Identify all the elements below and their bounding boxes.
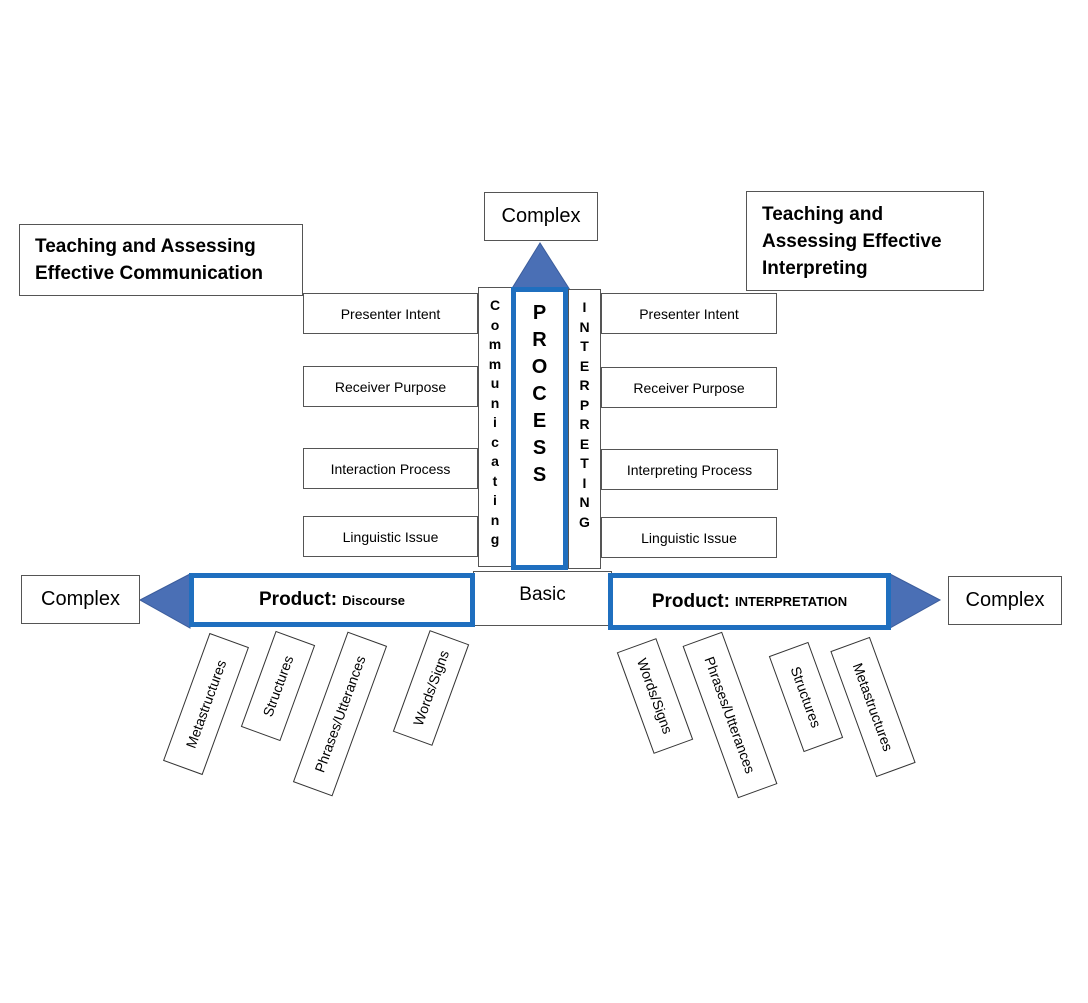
complex-top: Complex [484, 192, 598, 241]
complex-right-text: Complex [965, 589, 1045, 611]
basic-text: Basic [519, 584, 566, 605]
left-level-text: Structures [259, 653, 297, 719]
communicating-letter: i [493, 492, 497, 508]
right-item-receiver-purpose: Receiver Purpose [601, 367, 777, 408]
right-item-text: Receiver Purpose [633, 379, 745, 396]
communicating-letter: t [492, 472, 498, 489]
communicating-letter: o [490, 316, 500, 333]
communicating-letter: g [490, 531, 500, 547]
basic-box: Basic [473, 571, 612, 626]
product-left-sub: Discourse [342, 592, 405, 608]
product-interpretation-bar: Product: INTERPRETATION [608, 573, 891, 630]
left-item-text: Linguistic Issue [342, 528, 439, 545]
left-item-presenter-intent: Presenter Intent [303, 293, 478, 334]
title-right: Teaching and Assessing Effective Interpr… [746, 191, 984, 291]
left-item-text: Receiver Purpose [334, 378, 447, 395]
interpreting-letter: R [579, 416, 590, 432]
process-letter: S [532, 437, 547, 459]
complex-top-text: Complex [501, 205, 581, 227]
product-right-sub: INTERPRETATION [734, 594, 848, 609]
interpreting-letter: T [580, 455, 589, 471]
right-arrowhead [889, 573, 942, 629]
interpreting-letter: P [579, 396, 590, 413]
title-left: Teaching and Assessing Effective Communi… [19, 224, 303, 296]
interpreting-letter: T [580, 338, 589, 354]
interpreting-letter: R [579, 377, 590, 393]
communicating-letter: u [490, 375, 500, 391]
communicating-letter: i [493, 414, 497, 430]
product-left-label: Product: [259, 589, 338, 610]
complex-right: Complex [948, 576, 1062, 625]
interpreting-letter: I [582, 474, 587, 491]
up-arrowhead [510, 242, 571, 291]
communicating-letter: m [488, 336, 502, 352]
title-right-text: Teaching and Assessing Effective Interpr… [762, 203, 942, 279]
product-right-label: Product: [651, 590, 730, 612]
process-letter: O [531, 356, 548, 378]
communicating-letter: n [490, 511, 500, 528]
communicating-letter: a [491, 453, 499, 469]
left-item-interaction-process: Interaction Process [303, 448, 478, 489]
interpreting-letter: G [579, 513, 590, 530]
interpreting-letter: N [579, 318, 590, 335]
title-left-text: Teaching and Assessing Effective Communi… [35, 236, 264, 284]
communicating-letter: c [491, 433, 499, 450]
process-letter: C [532, 383, 547, 405]
right-item-text: Interpreting Process [626, 461, 753, 478]
interpreting-letter: N [579, 494, 590, 510]
left-item-text: Presenter Intent [340, 305, 441, 322]
complex-left-text: Complex [41, 588, 120, 610]
communicating-letter: C [489, 297, 501, 313]
process-letter: E [532, 410, 547, 432]
communicating-letter: n [490, 394, 500, 411]
left-arrowhead [138, 573, 191, 629]
communicating-letter: m [488, 355, 502, 372]
process-letter: S [532, 464, 547, 486]
right-item-interpreting-process: Interpreting Process [601, 449, 778, 490]
right-level-text: Structures [787, 664, 825, 730]
right-item-linguistic-issue: Linguistic Issue [601, 517, 777, 558]
left-item-linguistic-issue: Linguistic Issue [303, 516, 478, 557]
right-item-text: Linguistic Issue [641, 529, 737, 546]
left-item-text: Interaction Process [330, 460, 451, 477]
process-letter: P [532, 302, 547, 324]
right-item-text: Presenter Intent [639, 305, 739, 322]
process-letter: R [532, 329, 547, 351]
left-item-receiver-purpose: Receiver Purpose [303, 366, 478, 407]
right-item-presenter-intent: Presenter Intent [601, 293, 777, 334]
interpreting-letter: I [582, 299, 587, 315]
product-discourse-bar: Product: Discourse [189, 573, 475, 627]
interpreting-letter: E [579, 357, 590, 374]
complex-left: Complex [21, 575, 140, 624]
interpreting-letter: E [579, 435, 590, 452]
